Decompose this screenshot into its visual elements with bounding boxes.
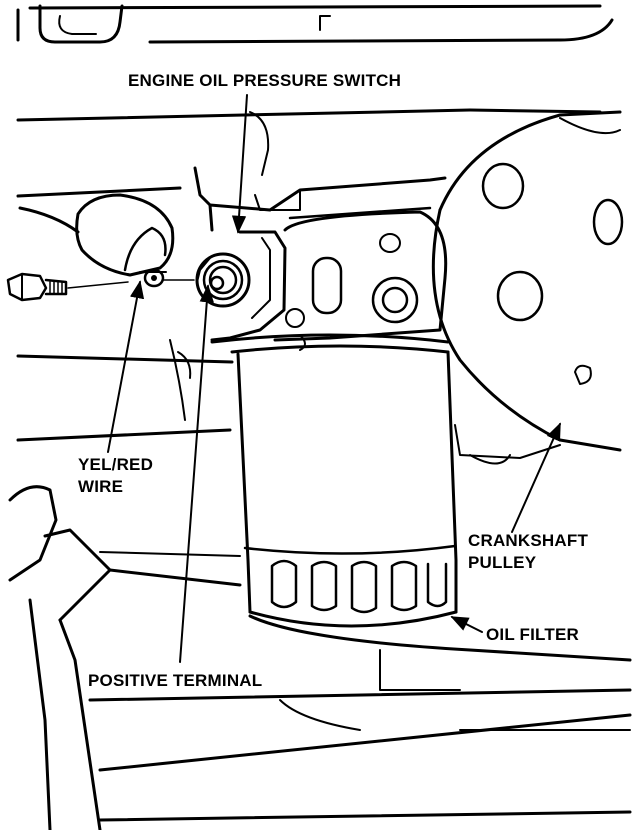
leader-lines — [107, 94, 561, 663]
upper-engine-block — [16, 4, 614, 44]
lower-crossmember — [8, 339, 632, 830]
label-yel-red-wire: YEL/RED WIRE — [78, 454, 153, 498]
label-yel-red-wire-line1: YEL/RED — [78, 455, 154, 474]
terminal-bolt — [6, 272, 195, 302]
label-engine-oil-pressure-switch: ENGINE OIL PRESSURE SWITCH — [128, 71, 402, 90]
leader-oil-pressure-switch — [231, 94, 248, 234]
leader-positive-terminal — [179, 284, 214, 663]
label-oil-filter: OIL FILTER — [486, 625, 579, 644]
yel-red-wire-connector — [18, 193, 175, 288]
oil-pressure-switch — [195, 230, 287, 342]
label-crankshaft-pulley: CRANKSHAFT PULLEY — [468, 530, 588, 574]
oil-filter-base — [193, 166, 448, 351]
label-crankshaft-pulley-line2: PULLEY — [468, 553, 537, 572]
leader-oil-filter — [450, 616, 483, 633]
label-positive-terminal: POSITIVE TERMINAL — [88, 671, 263, 690]
oil-filter — [210, 333, 458, 628]
label-crankshaft-pulley-line1: CRANKSHAFT — [468, 531, 589, 550]
leader-crankshaft-pulley — [511, 422, 561, 533]
crankshaft-pulley — [431, 110, 624, 465]
leader-yel-red-wire — [107, 280, 145, 453]
frame-rails — [16, 108, 621, 198]
label-yel-red-wire-line2: WIRE — [78, 477, 124, 496]
